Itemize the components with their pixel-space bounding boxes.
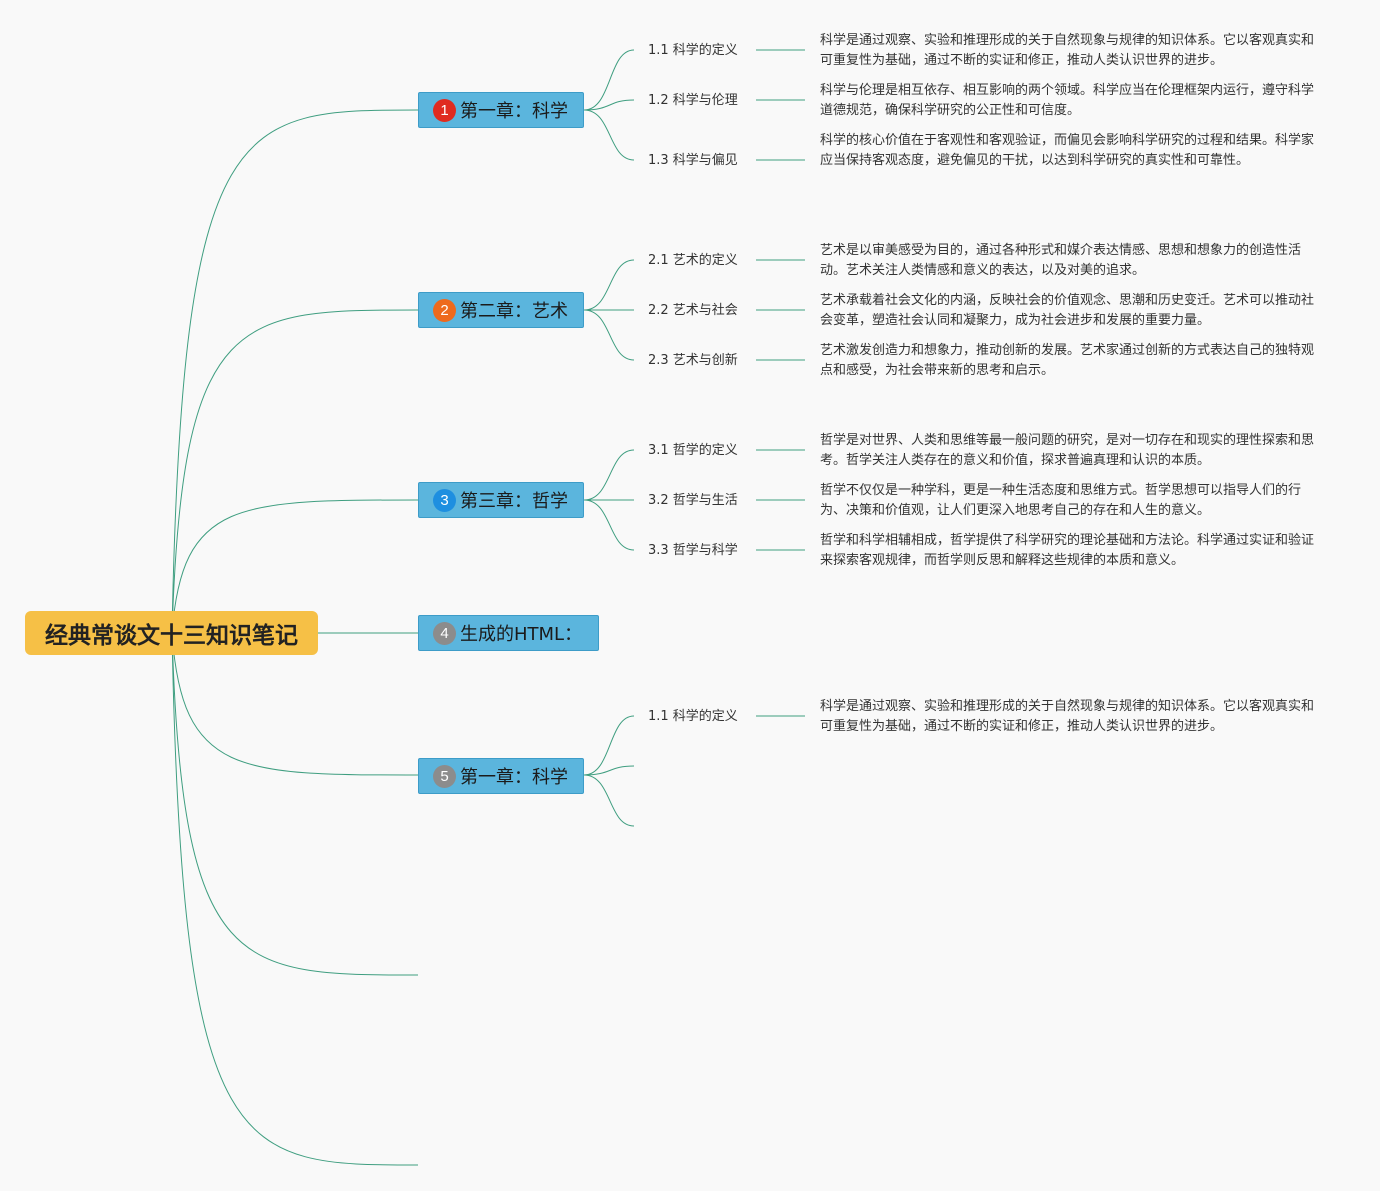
description-3-1[interactable]: 哲学是对世界、人类和思维等最一般问题的研究，是对一切存在和现实的理性探索和思考。… (820, 433, 1315, 468)
priority-5-icon: 5 (433, 764, 456, 788)
root-topic[interactable]: 经典常谈文十三知识笔记 (25, 611, 318, 655)
branch-link-4-3 (583, 774, 635, 827)
chapter-title: 生成的HTML： (460, 624, 583, 645)
branch-link-4-1 (583, 715, 635, 776)
description-2-2[interactable]: 艺术承载着社会文化的内涵，反映社会的价值观念、思潮和历史变迁。艺术可以推动社会变… (820, 293, 1315, 328)
subtopic-3-3[interactable]: 3.3 哲学与科学 (648, 543, 738, 558)
description-2-1[interactable]: 艺术是以审美感受为目的，通过各种形式和媒介表达情感、思想和想象力的创造性活动。艺… (820, 243, 1302, 278)
branch-link-3-3 (583, 499, 635, 551)
chapter-topic-3[interactable]: 3 第三章：哲学 (418, 482, 584, 518)
subtopic-2-3[interactable]: 2.3 艺术与创新 (648, 353, 738, 368)
root-link-1 (171, 109, 419, 634)
description-3-3[interactable]: 哲学和科学相辅相成，哲学提供了科学研究的理论基础和方法论。科学通过实证和验证来探… (820, 533, 1315, 568)
subtopic-1-3[interactable]: 1.3 科学与偏见 (648, 153, 738, 168)
priority-3-icon: 3 (433, 488, 456, 512)
branch-link-4-2 (583, 765, 635, 776)
description-1-1[interactable]: 科学是通过观察、实验和推理形成的关于自然现象与规律的知识体系。它以客观真实和可重… (820, 33, 1315, 68)
chapter-title: 第三章：哲学 (460, 491, 568, 512)
branch-link-1-2 (583, 99, 635, 111)
priority-1-icon: 1 (433, 98, 456, 122)
subtopic-3-2[interactable]: 3.2 哲学与生活 (648, 493, 738, 508)
description-2-3[interactable]: 艺术激发创造力和想象力，推动创新的发展。艺术家通过创新的方式表达自己的独特观点和… (820, 343, 1315, 378)
root-link-7 (171, 632, 419, 1166)
root-link-5 (171, 632, 419, 776)
subtopic-2-1[interactable]: 2.1 艺术的定义 (648, 253, 738, 268)
priority-2-icon: 2 (433, 298, 456, 322)
chapter-topic-1[interactable]: 1 第一章：科学 (418, 92, 584, 128)
description-5-1[interactable]: 科学是通过观察、实验和推理形成的关于自然现象与规律的知识体系。它以客观真实和可重… (820, 699, 1315, 734)
description-1-2[interactable]: 科学与伦理是相互依存、相互影响的两个领域。科学应当在伦理框架内运行，遵守科学道德… (820, 83, 1315, 118)
root-link-3 (171, 499, 419, 634)
subtopic-5-1[interactable]: 1.1 科学的定义 (648, 709, 738, 724)
branch-link-1-3 (583, 109, 635, 161)
chapter-topic-4[interactable]: 4 生成的HTML： (418, 615, 599, 651)
subtopic-2-2[interactable]: 2.2 艺术与社会 (648, 303, 738, 318)
branch-link-2-3 (583, 309, 635, 361)
subtopic-3-1[interactable]: 3.1 哲学的定义 (648, 443, 738, 458)
branch-link-2-1 (583, 259, 635, 311)
description-3-2[interactable]: 哲学不仅仅是一种学科，更是一种生活态度和思维方式。哲学思想可以指导人们的行为、决… (820, 483, 1302, 518)
branch-link-1-1 (583, 49, 635, 111)
chapter-topic-5[interactable]: 5 第一章：科学 (418, 758, 584, 794)
chapter-title: 第一章：科学 (460, 101, 568, 122)
chapter-title: 第一章：科学 (460, 767, 568, 788)
root-link-6 (171, 632, 419, 976)
priority-4-icon: 4 (433, 621, 456, 645)
description-1-3[interactable]: 科学的核心价值在于客观性和客观验证，而偏见会影响科学研究的过程和结果。科学家应当… (820, 133, 1315, 168)
subtopic-1-2[interactable]: 1.2 科学与伦理 (648, 93, 738, 108)
subtopic-1-1[interactable]: 1.1 科学的定义 (648, 43, 738, 58)
chapter-topic-2[interactable]: 2 第二章：艺术 (418, 292, 584, 328)
branch-link-3-1 (583, 449, 635, 501)
root-link-2 (171, 309, 419, 634)
chapter-title: 第二章：艺术 (460, 301, 568, 322)
